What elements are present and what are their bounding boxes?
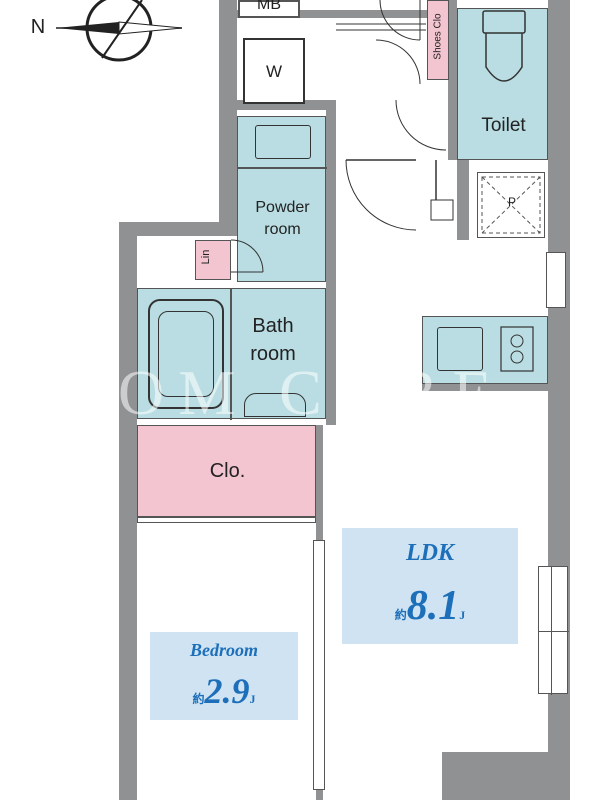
meter-box: MB xyxy=(238,0,300,18)
toilet-room: Toilet xyxy=(457,8,548,160)
bedroom-area-value: 2.9 xyxy=(204,671,250,711)
wall-left-lower xyxy=(119,222,137,800)
wall-wet-core-right xyxy=(326,110,336,425)
bedroom-sliding-door xyxy=(313,540,325,790)
closet-label: Clo. xyxy=(209,460,246,482)
ldk-unit-post: J xyxy=(459,608,466,622)
wall-entry-top xyxy=(237,10,457,18)
stove-burner-icon xyxy=(500,326,534,372)
pipe-space: P xyxy=(477,172,545,238)
bath-room-label-2: room xyxy=(250,343,296,365)
compass-north-letter: N xyxy=(30,16,46,38)
powder-door-icon xyxy=(230,239,264,273)
meter-box-label: MB xyxy=(257,0,281,13)
toilet-bowl-icon xyxy=(482,10,526,82)
window-ldk xyxy=(538,566,569,695)
hall-door-icon xyxy=(345,159,454,231)
shoes-closet: Shoes Clo xyxy=(427,0,449,80)
bedroom-unit-pre: 約 xyxy=(192,692,205,706)
pipe-space-cross-icon xyxy=(481,176,541,234)
wall-left-upper xyxy=(219,0,237,222)
wall-w-box xyxy=(237,100,336,110)
bath-room-label-1: Bath xyxy=(252,315,294,337)
linen-closet: Lin xyxy=(195,240,231,280)
compass-rose-icon xyxy=(56,0,183,62)
bedroom-area-badge: Bedroom 約2.9J xyxy=(150,632,298,720)
pipe-space-label: P xyxy=(507,195,516,209)
entry-door-icon xyxy=(336,0,447,151)
bath-stool-icon xyxy=(244,393,306,417)
bedroom-unit-post: J xyxy=(249,692,256,706)
bath-partition xyxy=(230,289,232,420)
closet-doors xyxy=(137,517,316,523)
bedroom-title: Bedroom xyxy=(189,640,258,660)
wall-pipe-shaft xyxy=(457,160,469,240)
bath-room: Bath room xyxy=(137,288,326,420)
kitchen-counter xyxy=(422,316,548,384)
bathtub-icon xyxy=(148,299,224,409)
vanity-counter xyxy=(238,167,327,169)
powder-room-label-2: room xyxy=(264,221,301,238)
powder-room: Powder room xyxy=(237,116,327,282)
closet: Clo. xyxy=(137,425,316,517)
compass: N xyxy=(22,0,183,70)
washer-space: W xyxy=(243,38,305,104)
ldk-area-badge: LDK 約8.1J xyxy=(342,528,518,644)
ldk-title: LDK xyxy=(406,540,454,566)
powder-room-label-1: Powder xyxy=(255,199,310,216)
ldk-unit-pre: 約 xyxy=(394,608,407,622)
sink-icon xyxy=(437,327,483,371)
toilet-label: Toilet xyxy=(481,115,526,136)
wall-left-step xyxy=(119,222,237,236)
wall-right-bottom-block xyxy=(442,752,570,800)
washer-label: W xyxy=(265,62,283,81)
linen-closet-label: Lin xyxy=(200,249,212,265)
wall-kitchen-counter-base xyxy=(422,383,548,391)
ldk-area-value: 8.1 xyxy=(406,583,460,629)
wall-toilet-left xyxy=(448,0,457,160)
wash-basin-icon xyxy=(255,125,311,159)
watermark: OM CORE xyxy=(118,357,506,428)
window-upper xyxy=(546,252,566,308)
